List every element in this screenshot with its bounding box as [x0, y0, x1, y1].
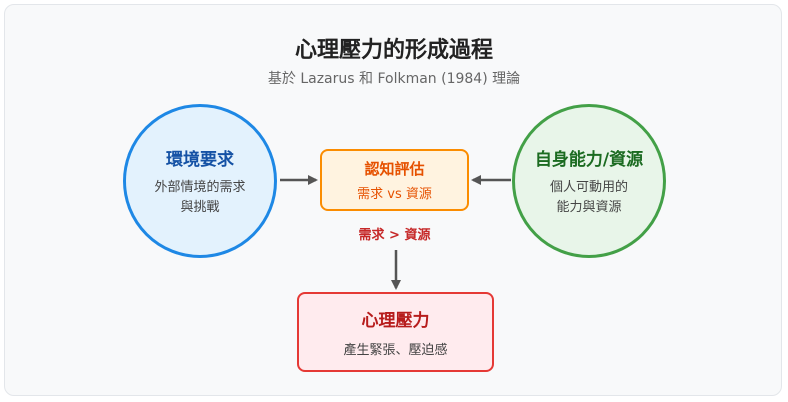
environment-demands-line-2: 與挑戰: [180, 199, 220, 215]
environment-demands-heading: 環境要求: [166, 149, 234, 170]
diagram-title: 心理壓力的形成過程: [294, 38, 493, 63]
environment-demands-node: 環境要求 外部情境的需求 與挑戰: [123, 104, 277, 258]
environment-demands-line-1: 外部情境的需求: [154, 179, 246, 195]
cognitive-appraisal-detail: 需求 vs 資源: [357, 187, 432, 202]
condition-label: 需求 > 資源: [358, 228, 431, 243]
personal-resources-heading: 自身能力/資源: [534, 149, 644, 170]
personal-resources-line-2: 能力與資源: [556, 199, 622, 215]
psychological-stress-detail: 產生緊張、壓迫感: [343, 343, 448, 358]
cognitive-appraisal-node: 認知評估 需求 vs 資源: [320, 149, 469, 211]
psychological-stress-node: 心理壓力 產生緊張、壓迫感: [297, 292, 494, 372]
diagram-subtitle: 基於 Lazarus 和 Folkman (1984) 理論: [267, 71, 521, 87]
psychological-stress-heading: 心理壓力: [361, 311, 430, 331]
personal-resources-line-1: 個人可動用的: [549, 179, 628, 195]
personal-resources-node: 自身能力/資源 個人可動用的 能力與資源: [512, 104, 666, 258]
cognitive-appraisal-heading: 認知評估: [364, 160, 425, 178]
